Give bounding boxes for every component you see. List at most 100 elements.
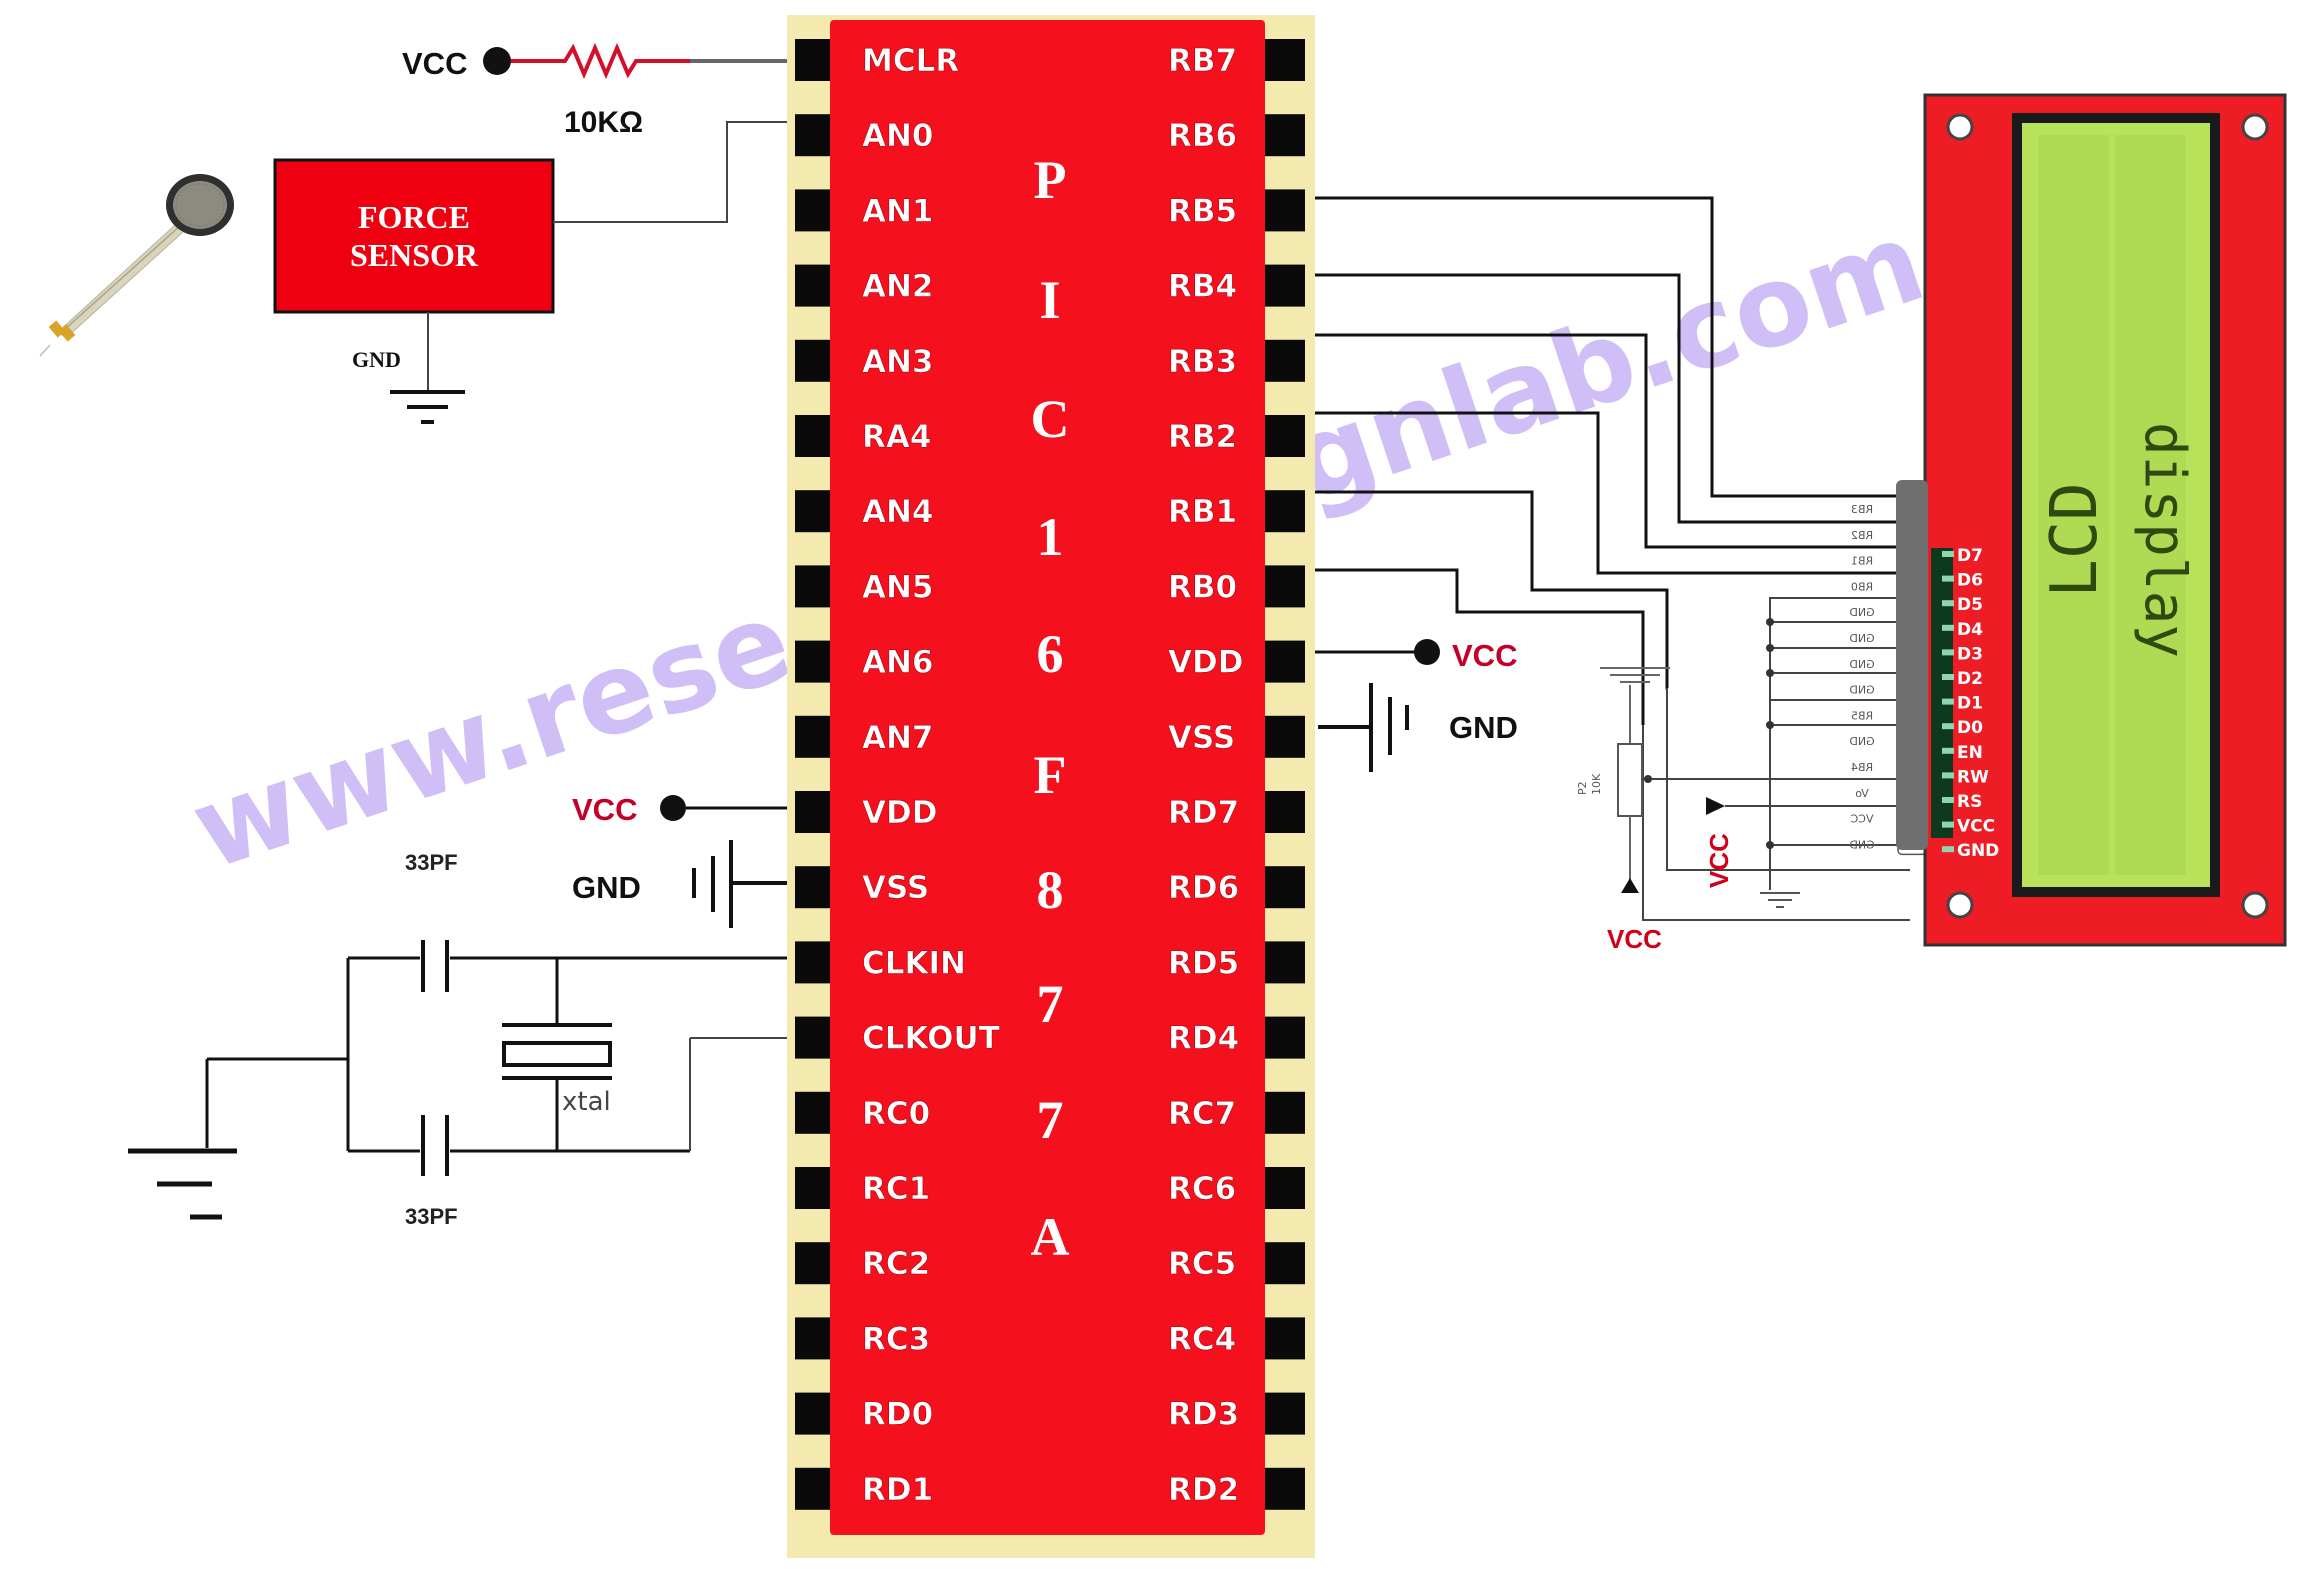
chip-pin-label-right: RD5	[1168, 945, 1239, 981]
sensor-label-line2: SENSOR	[350, 237, 479, 273]
chip-pin-label-right: RD4	[1168, 1021, 1239, 1057]
lcd-pin-contact	[1942, 649, 1954, 656]
chip-pin-right	[1265, 415, 1305, 457]
pic16f877a-chip: MCLRAN0AN1AN2AN3RA4AN4AN5AN6AN7VDDVSSCLK…	[787, 15, 1315, 1558]
chip-pin-right	[1265, 1317, 1305, 1360]
chip-pin-left	[795, 1167, 835, 1209]
chip-pin-left	[795, 1242, 835, 1285]
lcd-header-label: GND	[1849, 838, 1874, 851]
lcd-pin-label: D6	[1957, 571, 1983, 591]
chip-pin-right	[1265, 1167, 1305, 1209]
chip-name-letter: C	[1031, 389, 1070, 449]
chip-pin-left	[795, 490, 835, 533]
lcd-pin-label: D7	[1957, 546, 1983, 566]
force-sensor-photo	[39, 174, 234, 357]
chip-pin-right	[1265, 791, 1305, 833]
chip-name-letter: 8	[1037, 860, 1064, 920]
chip-name-letter: F	[1034, 745, 1067, 805]
chip-pin-label-left: MCLR	[862, 43, 959, 79]
chip-pin-left	[795, 791, 835, 833]
lcd-pin-contact	[1942, 600, 1954, 607]
chip-pin-right	[1265, 715, 1305, 758]
chip-pin-label-left: AN1	[862, 193, 934, 229]
chip-pin-label-right: RD3	[1168, 1397, 1239, 1433]
lcd-mount-hole	[1946, 891, 1974, 919]
lcd-header-label: GND	[1849, 658, 1874, 671]
chip-pin-label-right: VSS	[1168, 720, 1235, 756]
left-vss-ground-icon	[692, 840, 795, 928]
chip-pin-label-left: AN2	[862, 269, 934, 305]
lcd-screen-line2: display	[2132, 422, 2197, 658]
lcd-mount-hole	[1946, 113, 1974, 141]
cap-bottom-label: 33PF	[405, 1204, 458, 1229]
chip-pin-label-right: RB4	[1168, 269, 1237, 305]
oscillator-circuit	[205, 940, 795, 1176]
lcd-pin-contact	[1942, 821, 1954, 828]
lcd-pin-label: D0	[1957, 718, 1983, 738]
chip-name-letter: I	[1039, 270, 1060, 330]
lcd-pin-contact	[1942, 551, 1954, 557]
pot-vcc-label: VCC	[1607, 924, 1662, 954]
cap-top-label: 33PF	[405, 850, 458, 875]
chip-pin-label-left: AN5	[862, 569, 934, 605]
chip-pin-label-left: AN0	[862, 118, 934, 154]
left-vdd-vcc-label: VCC	[572, 792, 637, 827]
chip-pin-left	[795, 1317, 835, 1360]
chip-pin-right	[1265, 1467, 1305, 1510]
chip-pin-left	[795, 1016, 835, 1059]
crystal-label: xtal	[562, 1087, 611, 1117]
chip-pin-right	[1265, 1016, 1305, 1059]
lcd-pin-label: D5	[1957, 595, 1983, 615]
chip-pin-right	[1265, 640, 1305, 683]
right-vss-ground-icon	[1318, 683, 1409, 772]
chip-pin-right	[1265, 1242, 1305, 1285]
lcd-pin-label: VCC	[1957, 817, 1995, 837]
chip-pin-left	[795, 39, 835, 81]
lcd-header-label: GND	[1849, 684, 1874, 697]
chip-pin-left	[795, 941, 835, 984]
chip-pin-left	[795, 189, 835, 232]
lcd-header-label: RB3	[1851, 503, 1873, 516]
chip-name-letter: A	[1031, 1207, 1070, 1267]
left-vdd-node	[660, 795, 686, 821]
lcd-pin-label: D1	[1957, 694, 1983, 714]
chip-pin-right	[1265, 866, 1305, 909]
lcd-pin-label: GND	[1957, 841, 1999, 861]
chip-pin-label-left: AN4	[862, 494, 934, 530]
lcd-pin-label: D3	[1957, 644, 1983, 664]
lcd-header-label: GND	[1849, 735, 1874, 748]
chip-name-letter: 6	[1037, 624, 1064, 684]
lcd-header-label: RB4	[1851, 761, 1873, 774]
chip-name-letter: 7	[1037, 1090, 1064, 1150]
lcd-pin-contact	[1942, 797, 1954, 803]
lcd-module: LCD display	[1896, 93, 2287, 947]
chip-pin-left	[795, 565, 835, 608]
lcd-header-label: Vo	[1855, 787, 1869, 800]
chip-pin-label-left: CLKOUT	[862, 1021, 1000, 1057]
chip-pin-right	[1265, 1392, 1305, 1435]
chip-pin-left	[795, 1467, 835, 1510]
left-vss-gnd-label: GND	[572, 870, 641, 905]
sensor-label-line1: FORCE	[358, 199, 470, 235]
mclr-resistor-symbol	[511, 42, 795, 80]
lcd-mount-hole	[2241, 113, 2269, 141]
chip-pin-label-right: RB2	[1168, 419, 1237, 455]
rb-to-lcd-wiring	[1315, 196, 1910, 921]
contrast-potentiometer	[1600, 667, 1910, 893]
mclr-vcc-label: VCC	[402, 46, 467, 81]
chip-pin-label-left: RD1	[862, 1472, 933, 1508]
chip-name-letter: 1	[1037, 507, 1064, 567]
lcd-header-label: GND	[1849, 606, 1874, 619]
right-vdd-node	[1414, 639, 1440, 665]
chip-pin-left	[795, 1392, 835, 1435]
chip-pin-label-right: RB7	[1168, 43, 1237, 79]
lcd-pin-label: D2	[1957, 669, 1983, 689]
sensor-to-an0-wire	[553, 121, 795, 223]
pot-name-label: P2	[1576, 781, 1589, 795]
right-vss-gnd-label: GND	[1449, 710, 1518, 745]
lcd-header-label: RB5	[1851, 709, 1873, 722]
chip-name-letter: P	[1034, 150, 1067, 210]
chip-pin-right	[1265, 189, 1305, 232]
chip-pin-label-left: AN6	[862, 645, 934, 681]
